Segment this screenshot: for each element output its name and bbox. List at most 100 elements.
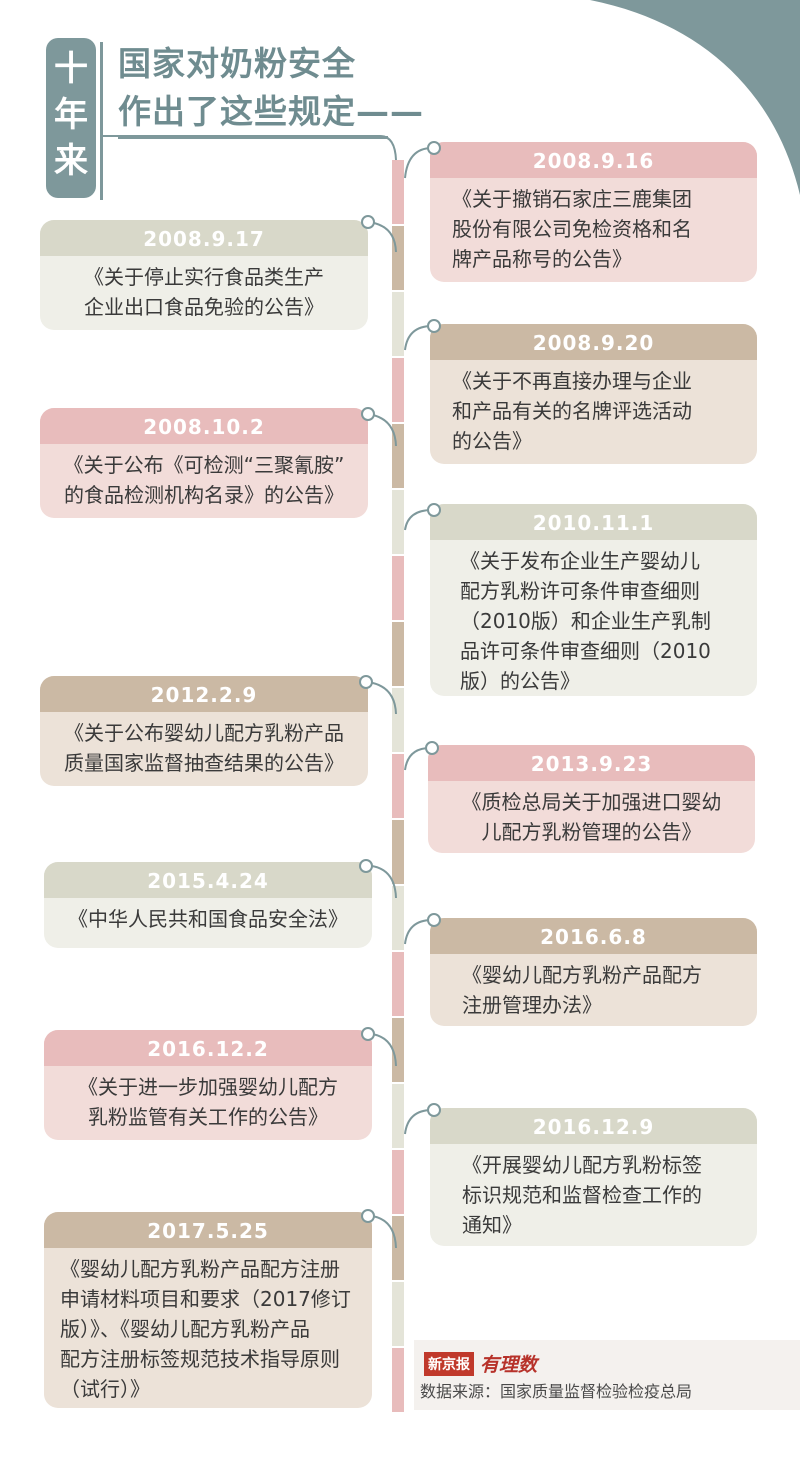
brand-logo: 新京报 有理数 <box>424 1350 537 1377</box>
timeline-card: 2015.4.24 《中华人民共和国食品安全法》 <box>44 862 372 948</box>
event-title-line: 《关于不再直接办理与企业 <box>452 369 692 393</box>
timeline-card: 2008.10.2 《关于公布《可检测“三聚氰胺” 的食品检测机构名录》的公告》 <box>40 408 368 518</box>
event-title: 《质检总局关于加强进口婴幼 儿配方乳粉管理的公告》 <box>428 781 755 853</box>
timeline-spine <box>392 160 404 1412</box>
event-title-line: 《关于停止实行食品类生产 <box>84 265 324 289</box>
source-panel <box>414 1340 800 1410</box>
event-date: 2013.9.23 <box>428 745 755 781</box>
event-date: 2008.9.16 <box>430 142 757 178</box>
event-date: 2008.9.20 <box>430 324 757 360</box>
data-source: 数据来源：国家质量监督检验检疫总局 <box>420 1382 693 1401</box>
timeline-card: 2017.5.25 《婴幼儿配方乳粉产品配方注册 申请材料项目和要求（2017修… <box>44 1212 372 1408</box>
event-title-line: 《关于进一步加强婴幼儿配方 <box>78 1075 338 1099</box>
badge-char: 来 <box>54 141 88 181</box>
event-title: 《中华人民共和国食品安全法》 <box>44 898 372 946</box>
event-title-line: 《关于发布企业生产婴幼儿 <box>460 549 700 573</box>
timeline-segment <box>392 820 404 884</box>
event-title: 《关于公布婴幼儿配方乳粉产品 质量国家监督抽查结果的公告》 <box>40 712 368 786</box>
timeline-segment <box>392 1018 404 1082</box>
event-title: 《婴幼儿配方乳粉产品配方 注册管理办法》 <box>430 954 757 1026</box>
event-title-line: 《关于公布《可检测“三聚氰胺” <box>63 453 345 477</box>
timeline-card: 2016.12.2 《关于进一步加强婴幼儿配方 乳粉监管有关工作的公告》 <box>44 1030 372 1140</box>
event-date: 2015.4.24 <box>44 862 372 898</box>
event-title: 《开展婴幼儿配方乳粉标签 标识规范和监督检查工作的 通知》 <box>430 1144 757 1246</box>
timeline-segment <box>392 160 404 224</box>
timeline-segment <box>392 754 404 818</box>
event-title-line: 《质检总局关于加强进口婴幼 <box>461 790 722 814</box>
timeline-card: 2010.11.1 《关于发布企业生产婴幼儿 配方乳粉许可条件审查细则 （201… <box>430 504 757 696</box>
event-title: 《关于进一步加强婴幼儿配方 乳粉监管有关工作的公告》 <box>44 1066 372 1140</box>
timeline-card: 2016.6.8 《婴幼儿配方乳粉产品配方 注册管理办法》 <box>430 918 757 1026</box>
event-title-line: 品许可条件审查细则（2010 <box>460 639 711 663</box>
event-title: 《关于撤销石家庄三鹿集团 股份有限公司免检资格和名 牌产品称号的公告》 <box>430 178 757 282</box>
timeline-card: 2008.9.16 《关于撤销石家庄三鹿集团 股份有限公司免检资格和名 牌产品称… <box>430 142 757 282</box>
event-title-line: 牌产品称号的公告》 <box>452 247 632 271</box>
timeline-segment <box>392 556 404 620</box>
badge-char: 十 <box>54 49 88 89</box>
timeline-segment <box>392 886 404 950</box>
event-title-line: 注册管理办法》 <box>462 993 602 1017</box>
event-date: 2010.11.1 <box>430 504 757 540</box>
event-title-line: 儿配方乳粉管理的公告》 <box>481 820 702 844</box>
event-title: 《关于公布《可检测“三聚氰胺” 的食品检测机构名录》的公告》 <box>40 444 368 518</box>
event-title: 《关于发布企业生产婴幼儿 配方乳粉许可条件审查细则 （2010版）和企业生产乳制… <box>430 540 757 696</box>
event-title-line: 股份有限公司免检资格和名 <box>452 217 692 241</box>
timeline-card: 2012.2.9 《关于公布婴幼儿配方乳粉产品 质量国家监督抽查结果的公告》 <box>40 676 368 786</box>
event-title-line: 通知》 <box>462 1213 522 1237</box>
timeline-card: 2016.12.9 《开展婴幼儿配方乳粉标签 标识规范和监督检查工作的 通知》 <box>430 1108 757 1246</box>
event-title-line: 《婴幼儿配方乳粉产品配方 <box>462 963 702 987</box>
timeline-segment <box>392 1150 404 1214</box>
timeline-segment <box>392 1084 404 1148</box>
event-title-line: 《开展婴幼儿配方乳粉标签 <box>462 1153 702 1177</box>
timeline-card: 2013.9.23 《质检总局关于加强进口婴幼 儿配方乳粉管理的公告》 <box>428 745 755 853</box>
event-title-line: 《中华人民共和国食品安全法》 <box>68 907 348 931</box>
event-title-line: 乳粉监管有关工作的公告》 <box>88 1105 328 1129</box>
brand-script: 有理数 <box>480 1354 538 1376</box>
event-title: 《婴幼儿配方乳粉产品配方注册 申请材料项目和要求（2017修订 版）》、《婴幼儿… <box>44 1248 372 1408</box>
timeline-segment <box>392 1348 404 1412</box>
event-title-line: 质量国家监督抽查结果的公告》 <box>64 751 344 775</box>
event-title-line: 版）的公告》 <box>460 669 580 693</box>
timeline-segment <box>392 1216 404 1280</box>
event-title-line: 《婴幼儿配方乳粉产品配方注册 <box>60 1257 340 1281</box>
event-title: 《关于不再直接办理与企业 和产品有关的名牌评选活动 的公告》 <box>430 360 757 464</box>
event-title-line: 和产品有关的名牌评选活动 <box>452 399 692 423</box>
title-line-1: 国家对奶粉安全 <box>118 44 356 83</box>
timeline-segment <box>392 622 404 686</box>
page-title: 国家对奶粉安全 作出了这些规定—— <box>118 40 424 136</box>
event-title-line: 版）》、《婴幼儿配方乳粉产品 <box>60 1317 310 1341</box>
event-title-line: 的食品检测机构名录》的公告》 <box>64 483 344 507</box>
event-title-line: （2010版）和企业生产乳制 <box>460 609 711 633</box>
event-title-line: 企业出口食品免验的公告》 <box>84 295 324 319</box>
decade-badge: 十 年 来 <box>46 38 96 198</box>
event-title-line: 配方乳粉许可条件审查细则 <box>460 579 700 603</box>
timeline-segment <box>392 424 404 488</box>
timeline-card: 2008.9.20 《关于不再直接办理与企业 和产品有关的名牌评选活动 的公告》 <box>430 324 757 464</box>
timeline-segment <box>392 952 404 1016</box>
event-date: 2008.9.17 <box>40 220 368 256</box>
timeline-card: 2008.9.17 《关于停止实行食品类生产 企业出口食品免验的公告》 <box>40 220 368 330</box>
event-date: 2016.12.2 <box>44 1030 372 1066</box>
badge-char: 年 <box>54 95 88 135</box>
event-date: 2016.6.8 <box>430 918 757 954</box>
event-title-line: 《关于撤销石家庄三鹿集团 <box>452 187 692 211</box>
event-title: 《关于停止实行食品类生产 企业出口食品免验的公告》 <box>40 256 368 330</box>
timeline-segment <box>392 292 404 356</box>
event-title-line: 《关于公布婴幼儿配方乳粉产品 <box>64 721 344 745</box>
event-title-line: 的公告》 <box>452 429 532 453</box>
brand-box: 新京报 <box>424 1351 474 1376</box>
header-divider <box>100 42 103 200</box>
timeline-segment <box>392 358 404 422</box>
event-date: 2012.2.9 <box>40 676 368 712</box>
event-date: 2008.10.2 <box>40 408 368 444</box>
event-date: 2017.5.25 <box>44 1212 372 1248</box>
title-line-2: 作出了这些规定—— <box>118 92 424 131</box>
title-underline <box>118 136 388 139</box>
event-title-line: 申请材料项目和要求（2017修订 <box>60 1287 351 1311</box>
event-title-line: （试行）》 <box>60 1377 150 1401</box>
corner-decoration <box>590 0 800 195</box>
timeline-segment <box>392 688 404 752</box>
timeline-segment <box>392 1282 404 1346</box>
event-title-line: 配方注册标签规范技术指导原则 <box>60 1347 340 1371</box>
event-date: 2016.12.9 <box>430 1108 757 1144</box>
